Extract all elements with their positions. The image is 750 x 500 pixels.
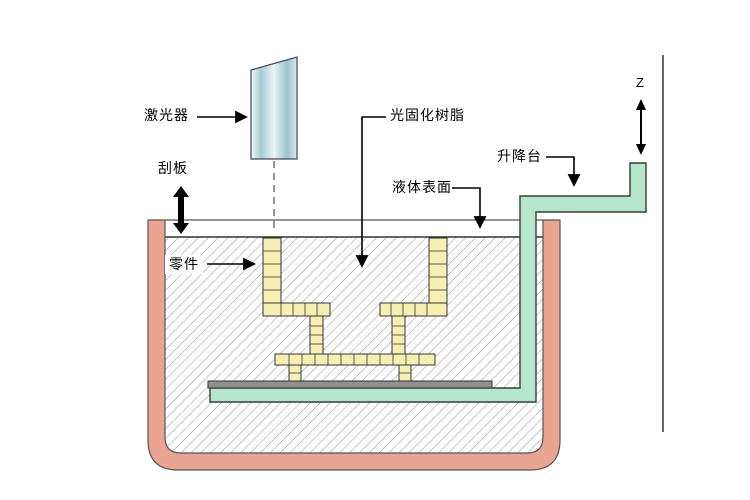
label-liquid-surface: 液体表面 bbox=[392, 179, 452, 195]
part-layer-lines bbox=[263, 250, 447, 374]
part-right-foot bbox=[379, 302, 448, 317]
elevator-platform bbox=[209, 162, 647, 403]
label-elevator: 升降台 bbox=[497, 148, 542, 164]
part-crossbar bbox=[274, 353, 436, 366]
label-part: 零件 bbox=[165, 255, 203, 275]
z-axis-arrow bbox=[636, 99, 646, 155]
label-z-axis: Z bbox=[636, 75, 644, 90]
tank-body bbox=[147, 219, 561, 471]
label-laser: 激光器 bbox=[144, 107, 189, 123]
liquid-surface-leader-arrow bbox=[452, 187, 487, 229]
resin-leader-arrow bbox=[355, 116, 386, 268]
label-scraper: 刮板 bbox=[158, 160, 188, 176]
laser-device bbox=[250, 56, 298, 160]
scraper-motion-arrow bbox=[173, 186, 189, 234]
part-right-tower bbox=[428, 237, 448, 304]
elevator-leader-arrow bbox=[546, 156, 581, 187]
part-left-tower bbox=[262, 237, 282, 304]
build-plate bbox=[207, 380, 493, 389]
part-left-foot bbox=[262, 302, 331, 317]
label-resin: 光固化树脂 bbox=[390, 107, 465, 123]
resin-liquid-hatch bbox=[165, 237, 543, 453]
